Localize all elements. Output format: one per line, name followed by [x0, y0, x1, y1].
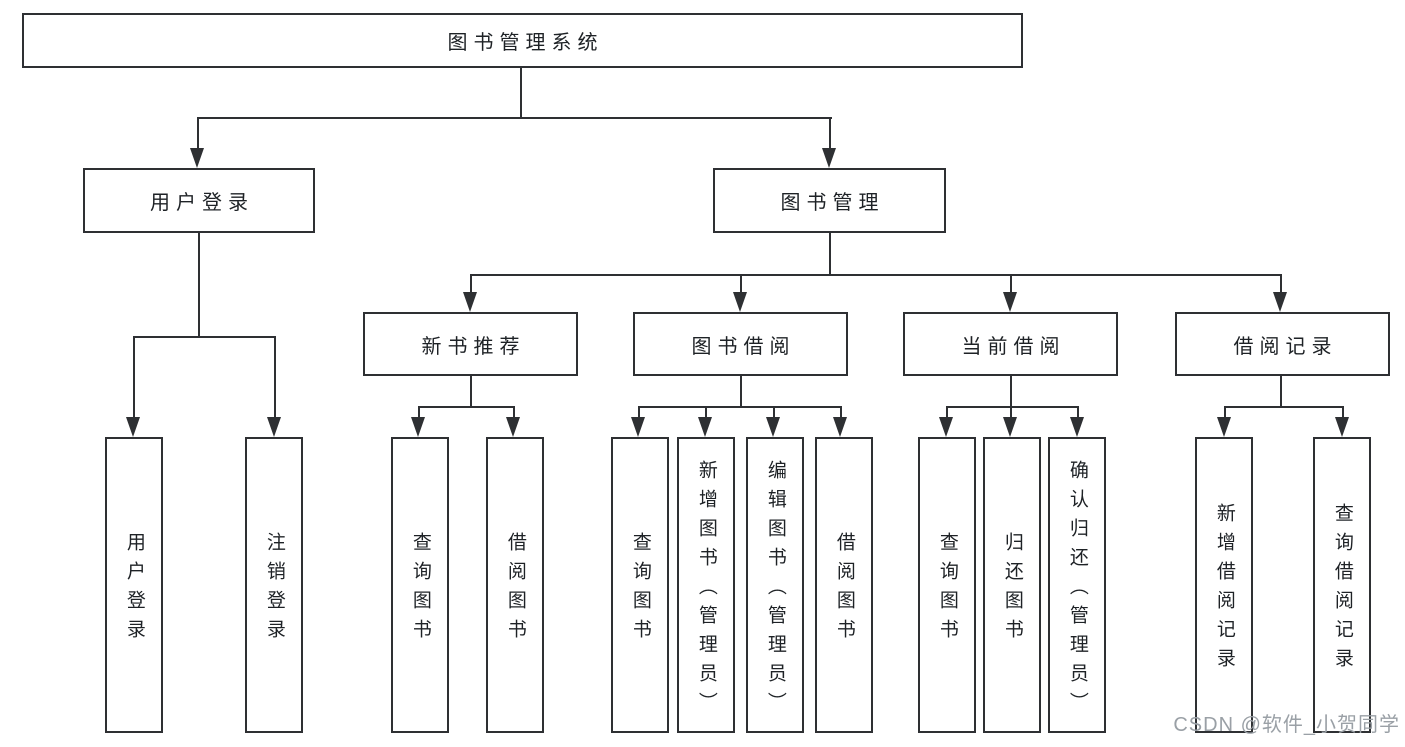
- connector-line: [133, 336, 135, 417]
- node-book-management: 图书管理: [713, 168, 946, 233]
- connector-line: [705, 406, 707, 417]
- arrow-down-icon: [1217, 417, 1231, 437]
- leaf-query-books-current: 查询图书: [918, 437, 976, 733]
- leaf-label: 确认归还（管理员）: [1066, 459, 1088, 721]
- leaf-add-borrow-record: 新增借阅记录: [1195, 437, 1253, 733]
- node-borrow-records: 借阅记录: [1175, 312, 1390, 376]
- arrow-down-icon: [190, 148, 204, 168]
- connector-line: [829, 233, 831, 274]
- leaf-user-login: 用户登录: [105, 437, 163, 733]
- node-label: 用户登录: [150, 192, 254, 214]
- connector-line: [1010, 274, 1012, 294]
- node-book-borrow: 图书借阅: [633, 312, 848, 376]
- node-root-label: 图书管理系统: [447, 32, 604, 54]
- connector-line: [470, 274, 1281, 276]
- connector-line: [1224, 406, 1343, 408]
- node-root: 图书管理系统: [22, 13, 1023, 68]
- connector-line: [773, 406, 775, 417]
- connector-line: [520, 68, 522, 118]
- leaf-label: 新增图书（管理员）: [695, 459, 717, 721]
- arrow-down-icon: [1070, 417, 1084, 437]
- connector-line: [740, 274, 742, 294]
- node-label: 图书管理: [780, 192, 885, 214]
- connector-line: [133, 336, 275, 338]
- leaf-label: 查询图书: [409, 532, 431, 648]
- arrow-down-icon: [733, 292, 747, 312]
- leaf-confirm-return-admin: 确认归还（管理员）: [1048, 437, 1106, 733]
- node-label: 新书推荐: [421, 335, 526, 358]
- connector-line: [1280, 274, 1282, 294]
- arrow-down-icon: [698, 417, 712, 437]
- connector-line: [1077, 406, 1079, 417]
- connector-line: [274, 336, 276, 417]
- connector-line: [1342, 406, 1344, 417]
- connector-line: [198, 233, 200, 336]
- leaf-label: 用户登录: [123, 532, 145, 648]
- leaf-edit-book-admin: 编辑图书（管理员）: [746, 437, 804, 733]
- connector-line: [470, 375, 472, 406]
- leaf-label: 归还图书: [1001, 532, 1023, 648]
- arrow-down-icon: [833, 417, 847, 437]
- leaf-label: 借阅图书: [504, 532, 526, 648]
- arrow-down-icon: [939, 417, 953, 437]
- csdn-watermark: CSDN @软件_小贺同学: [1173, 714, 1400, 736]
- arrow-down-icon: [631, 417, 645, 437]
- connector-line: [829, 117, 831, 151]
- node-new-book-recommend: 新书推荐: [363, 312, 578, 376]
- node-user-login: 用户登录: [83, 168, 315, 233]
- connector-line: [840, 406, 842, 417]
- connector-line: [638, 406, 640, 417]
- leaf-label: 新增借阅记录: [1213, 503, 1235, 677]
- leaf-return-book: 归还图书: [983, 437, 1041, 733]
- leaf-query-books-recommend: 查询图书: [391, 437, 449, 733]
- connector-line: [513, 406, 515, 417]
- connector-line: [740, 375, 742, 406]
- node-label: 借阅记录: [1233, 335, 1338, 358]
- leaf-query-books-borrow: 查询图书: [611, 437, 669, 733]
- leaf-label: 编辑图书（管理员）: [764, 459, 786, 721]
- arrow-down-icon: [822, 148, 836, 168]
- arrow-down-icon: [1003, 417, 1017, 437]
- leaf-label: 借阅图书: [833, 532, 855, 648]
- connector-line: [1280, 375, 1282, 406]
- arrow-down-icon: [411, 417, 425, 437]
- connector-line: [418, 406, 515, 408]
- connector-line: [418, 406, 420, 417]
- arrow-down-icon: [463, 292, 477, 312]
- leaf-label: 查询借阅记录: [1331, 503, 1353, 677]
- node-label: 当前借阅: [961, 335, 1066, 358]
- node-current-borrow: 当前借阅: [903, 312, 1118, 376]
- arrow-down-icon: [1335, 417, 1349, 437]
- connector-line: [1224, 406, 1226, 417]
- node-label: 图书借阅: [691, 335, 796, 358]
- connector-line: [197, 117, 199, 151]
- arrow-down-icon: [1003, 292, 1017, 312]
- leaf-add-book-admin: 新增图书（管理员）: [677, 437, 735, 733]
- connector-line: [197, 117, 832, 119]
- leaf-label: 注销登录: [263, 532, 285, 648]
- arrow-down-icon: [1273, 292, 1287, 312]
- leaf-logout: 注销登录: [245, 437, 303, 733]
- arrow-down-icon: [766, 417, 780, 437]
- connector-line: [1010, 375, 1012, 406]
- leaf-borrow-books-recommend: 借阅图书: [486, 437, 544, 733]
- connector-line: [1010, 406, 1012, 417]
- leaf-query-borrow-record: 查询借阅记录: [1313, 437, 1371, 733]
- arrow-down-icon: [506, 417, 520, 437]
- connector-line: [946, 406, 948, 417]
- leaf-label: 查询图书: [936, 532, 958, 648]
- connector-line: [638, 406, 841, 408]
- leaf-borrow-books: 借阅图书: [815, 437, 873, 733]
- arrow-down-icon: [267, 417, 281, 437]
- connector-line: [946, 406, 1078, 408]
- leaf-label: 查询图书: [629, 532, 651, 648]
- connector-line: [470, 274, 472, 294]
- arrow-down-icon: [126, 417, 140, 437]
